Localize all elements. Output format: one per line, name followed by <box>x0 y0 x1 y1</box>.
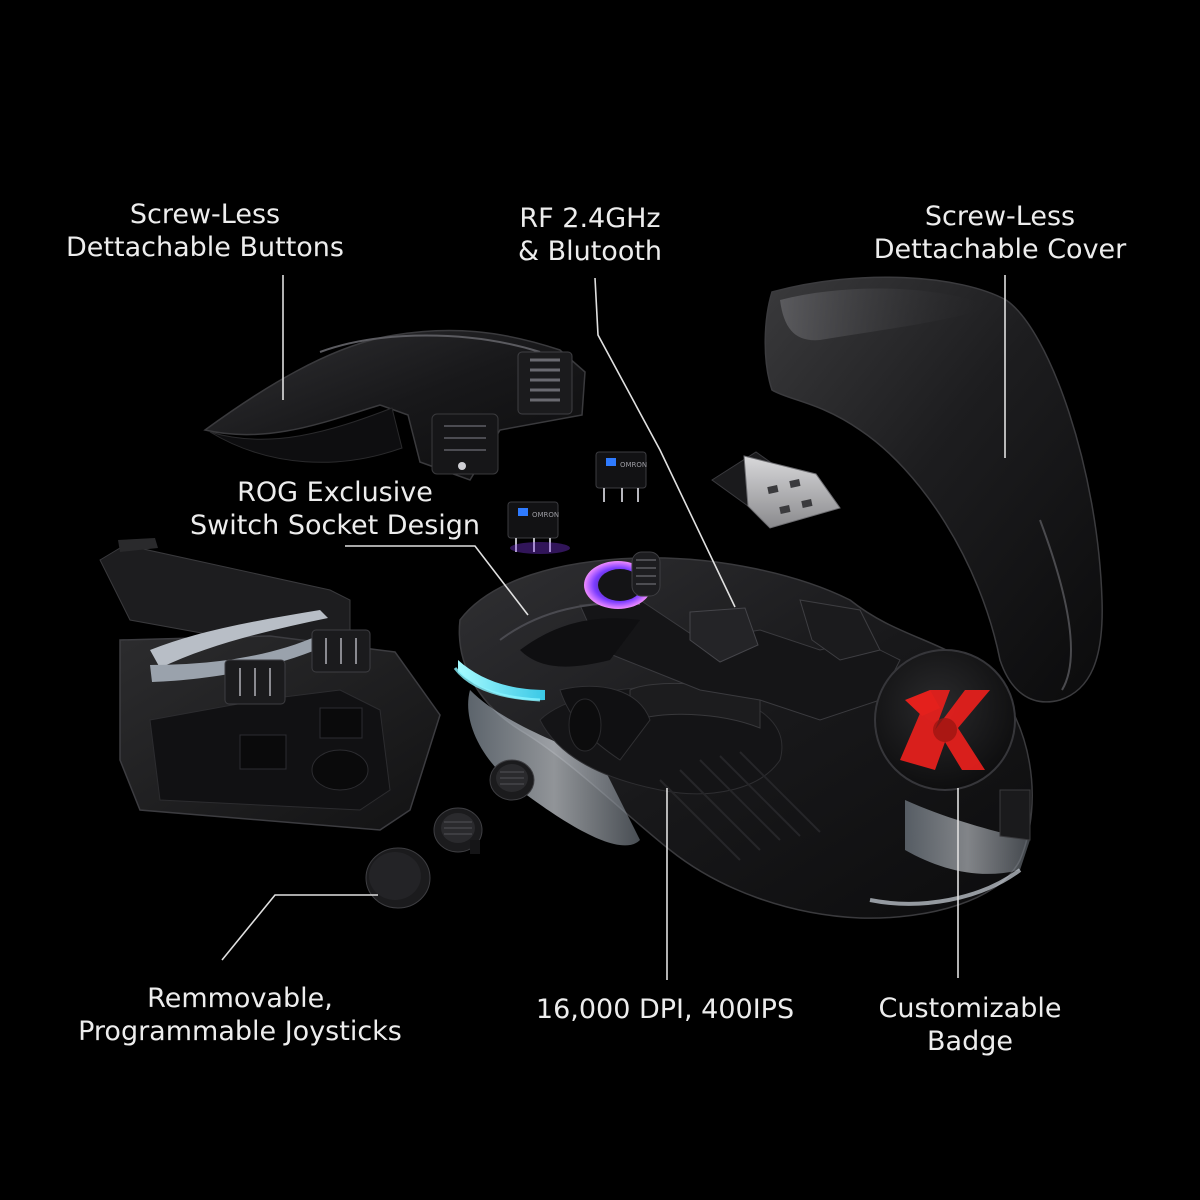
spare-switch-socket <box>224 659 286 705</box>
callout-cover-line1: Screw-Less <box>924 201 1076 232</box>
joystick-cap-2 <box>433 807 483 854</box>
scroll-wheel <box>584 551 661 609</box>
callout-joysticks: Remmovable, Programmable Joysticks <box>40 982 440 1048</box>
switch-brand-label: OMRON <box>532 511 559 519</box>
detachable-cover <box>764 276 1103 703</box>
leader-joysticks <box>221 894 378 961</box>
callout-badge-line2: Badge <box>927 1026 1013 1057</box>
callout-detachable-cover: Screw-Less Dettachable Cover <box>840 200 1160 266</box>
spring-connector <box>517 351 573 415</box>
micro-switch-icon: OMRON OMRON <box>507 451 647 554</box>
leader-rf <box>594 277 736 608</box>
switch-brand-label: OMRON <box>620 461 647 469</box>
callout-rf-line1: RF 2.4GHz <box>519 203 661 234</box>
callout-buttons-line2: Dettachable Buttons <box>66 232 344 263</box>
micro-switch-left: OMRON <box>507 501 570 554</box>
tweezers-icon <box>150 610 334 682</box>
callout-customizable-badge: Customizable Badge <box>840 992 1100 1058</box>
callout-buttons-line1: Screw-Less <box>129 199 281 230</box>
callout-rf-line2: & Blutooth <box>517 236 663 267</box>
callout-leader-lines <box>221 275 1006 980</box>
callout-detachable-buttons: Screw-Less Dettachable Buttons <box>40 198 370 264</box>
callout-sensor-line1: 16,000 DPI, 400IPS <box>535 994 795 1025</box>
callout-cover-line2: Dettachable Cover <box>873 234 1127 265</box>
joystick-cap-3 <box>365 847 431 909</box>
callout-joysticks-line1: Remmovable, <box>147 983 333 1014</box>
leader-switch <box>345 545 529 616</box>
callout-switch-line2: Switch Socket Design <box>189 510 481 541</box>
joystick-cap-1 <box>489 759 535 801</box>
callout-badge-line1: Customizable <box>878 993 1062 1024</box>
callout-rf-bluetooth: RF 2.4GHz & Blutooth <box>480 202 700 268</box>
joystick-cap-icon <box>365 759 535 909</box>
detachable-buttons <box>203 329 586 481</box>
accessory-tray <box>99 538 441 831</box>
callout-switch-line1: ROG Exclusive <box>237 477 433 508</box>
micro-switch-right: OMRON <box>595 451 647 502</box>
callout-switch-socket: ROG Exclusive Switch Socket Design <box>170 476 500 542</box>
spare-switch-socket <box>311 629 371 673</box>
callout-sensor-dpi: 16,000 DPI, 400IPS <box>510 993 820 1026</box>
badge-emblem-icon <box>874 649 1016 791</box>
usb-dongle-icon <box>711 451 841 529</box>
callout-joysticks-line2: Programmable Joysticks <box>78 1016 402 1047</box>
